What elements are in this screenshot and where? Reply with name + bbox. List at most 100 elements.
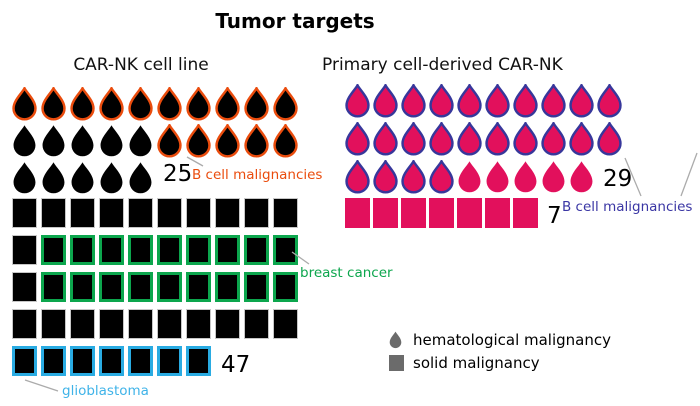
square-icon bbox=[215, 198, 240, 228]
droplet-icon bbox=[457, 84, 482, 118]
square-icon bbox=[99, 272, 124, 302]
droplet-icon bbox=[99, 87, 124, 121]
square-icon bbox=[12, 346, 37, 376]
group-header-car-nk-cell-line: CAR-NK cell line bbox=[73, 55, 209, 75]
count-label: 25 bbox=[163, 161, 193, 187]
square-icon bbox=[186, 198, 211, 228]
count-label: 29 bbox=[603, 166, 633, 192]
legend: hematological malignancy solid malignanc… bbox=[389, 331, 611, 372]
droplet-icon bbox=[157, 124, 182, 158]
droplet-icon bbox=[129, 125, 152, 157]
annotation-b-cell-right: B cell malignancies bbox=[562, 199, 693, 215]
droplet-icon bbox=[128, 87, 153, 121]
pictogram-group-cell-line: 25 47 bbox=[12, 87, 298, 383]
droplet-icon bbox=[514, 161, 537, 193]
square-icon bbox=[128, 198, 153, 228]
square-icon bbox=[244, 309, 269, 339]
square-icon bbox=[401, 198, 426, 228]
square-icon bbox=[99, 346, 124, 376]
square-icon bbox=[41, 346, 66, 376]
droplet-icon bbox=[186, 87, 211, 121]
droplet-icon bbox=[345, 84, 370, 118]
square-icon bbox=[70, 235, 95, 265]
square-icon bbox=[128, 346, 153, 376]
legend-label-hematological: hematological malignancy bbox=[413, 331, 611, 349]
droplet-icon bbox=[457, 122, 482, 156]
square-icon bbox=[157, 346, 182, 376]
count-label: 47 bbox=[221, 352, 251, 378]
pictogram-row: 25 bbox=[12, 161, 298, 198]
droplet-icon bbox=[100, 125, 123, 157]
droplet-icon bbox=[513, 84, 538, 118]
pictogram-row: 47 bbox=[12, 346, 298, 383]
pictogram-group-primary: 29 7 bbox=[345, 84, 632, 236]
droplet-icon bbox=[13, 162, 36, 194]
square-icon bbox=[128, 235, 153, 265]
droplet-icon bbox=[100, 162, 123, 194]
square-icon bbox=[12, 309, 37, 339]
pictogram-row bbox=[12, 309, 298, 346]
pictogram-row bbox=[12, 272, 298, 309]
droplet-icon bbox=[541, 122, 566, 156]
square-icon bbox=[12, 272, 37, 302]
annotation-breast-cancer: breast cancer bbox=[300, 265, 393, 281]
droplet-icon bbox=[569, 84, 594, 118]
droplet-icon bbox=[401, 122, 426, 156]
droplet-icon bbox=[41, 87, 66, 121]
square-icon bbox=[429, 198, 454, 228]
droplet-icon bbox=[389, 331, 402, 349]
square-icon bbox=[244, 198, 269, 228]
pictogram-row bbox=[12, 198, 298, 235]
pictogram-row: 29 bbox=[345, 160, 632, 198]
droplet-icon bbox=[71, 162, 94, 194]
square-icon bbox=[70, 198, 95, 228]
square-icon bbox=[389, 355, 404, 371]
square-icon bbox=[373, 198, 398, 228]
square-icon bbox=[12, 235, 37, 265]
droplet-icon bbox=[513, 122, 538, 156]
droplet-icon bbox=[186, 124, 211, 158]
square-icon bbox=[485, 198, 510, 228]
droplet-icon bbox=[244, 87, 269, 121]
group-header-primary-cell-derived-car-nk: Primary cell-derived CAR-NK bbox=[322, 55, 563, 75]
square-icon bbox=[128, 309, 153, 339]
square-icon bbox=[70, 346, 95, 376]
square-icon bbox=[215, 272, 240, 302]
count-label: 7 bbox=[547, 203, 562, 229]
pictogram-row bbox=[12, 87, 298, 124]
droplet-icon bbox=[373, 160, 398, 194]
pictogram-row bbox=[345, 122, 632, 160]
square-icon bbox=[41, 235, 66, 265]
pictogram-row bbox=[12, 235, 298, 272]
square-icon bbox=[41, 309, 66, 339]
square-icon bbox=[186, 346, 211, 376]
droplet-icon bbox=[542, 161, 565, 193]
droplet-icon bbox=[273, 124, 298, 158]
droplet-icon bbox=[12, 87, 37, 121]
droplet-icon bbox=[13, 125, 36, 157]
square-icon bbox=[345, 198, 370, 228]
square-icon bbox=[244, 235, 269, 265]
droplet-icon bbox=[345, 122, 370, 156]
legend-item-solid: solid malignancy bbox=[389, 354, 611, 372]
droplet-icon bbox=[401, 84, 426, 118]
connector-line bbox=[680, 152, 698, 197]
droplet-icon bbox=[485, 122, 510, 156]
droplet-icon bbox=[485, 84, 510, 118]
droplet-icon bbox=[244, 124, 269, 158]
annotation-b-cell-left: B cell malignancies bbox=[192, 167, 323, 183]
droplet-icon bbox=[569, 122, 594, 156]
droplet-icon bbox=[429, 160, 454, 194]
droplet-icon bbox=[401, 160, 426, 194]
droplet-icon bbox=[373, 84, 398, 118]
square-icon bbox=[273, 272, 298, 302]
droplet-icon bbox=[42, 162, 65, 194]
pictogram-row: 7 bbox=[345, 198, 632, 236]
square-icon bbox=[157, 309, 182, 339]
pictogram-row bbox=[345, 84, 632, 122]
droplet-icon bbox=[129, 162, 152, 194]
square-icon bbox=[215, 235, 240, 265]
droplet-icon bbox=[597, 84, 622, 118]
legend-item-hematological: hematological malignancy bbox=[389, 331, 611, 349]
